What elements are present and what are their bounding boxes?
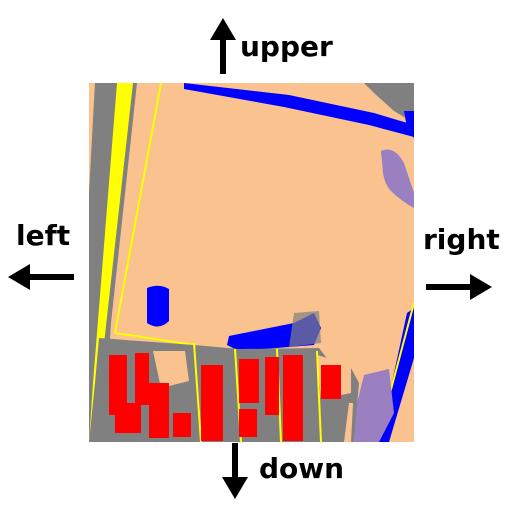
road-middle-grey	[289, 311, 321, 347]
label-left: left	[16, 219, 71, 252]
building	[321, 365, 341, 399]
label-down: down	[259, 452, 345, 485]
water-top-right	[404, 111, 414, 138]
pond	[147, 285, 169, 327]
label-right: right	[423, 223, 500, 256]
building	[149, 383, 169, 438]
building	[265, 357, 279, 415]
label-upper: upper	[240, 30, 333, 63]
lane-4	[316, 350, 322, 442]
vegetation-lower-right	[354, 369, 394, 442]
building	[173, 413, 191, 437]
buildings	[109, 353, 341, 441]
road-top-right	[364, 83, 414, 123]
land-gap-3	[344, 403, 353, 442]
building	[239, 359, 259, 403]
building	[115, 403, 141, 433]
lane-1	[193, 342, 202, 442]
building	[239, 409, 257, 437]
building	[283, 355, 303, 441]
highway-edge-lower	[114, 332, 196, 346]
water-channel-top	[184, 83, 414, 137]
building	[201, 365, 223, 441]
building	[109, 355, 127, 415]
building	[135, 353, 149, 405]
vegetation-patch-right	[381, 149, 414, 208]
arrow-down-icon	[222, 443, 248, 499]
arrow-right-icon	[426, 274, 492, 300]
arrow-left-icon	[8, 264, 74, 290]
land-gap-1	[153, 351, 189, 388]
highway-edge	[114, 83, 162, 334]
arrow-up-icon	[210, 18, 236, 74]
segmentation-map	[89, 83, 414, 442]
